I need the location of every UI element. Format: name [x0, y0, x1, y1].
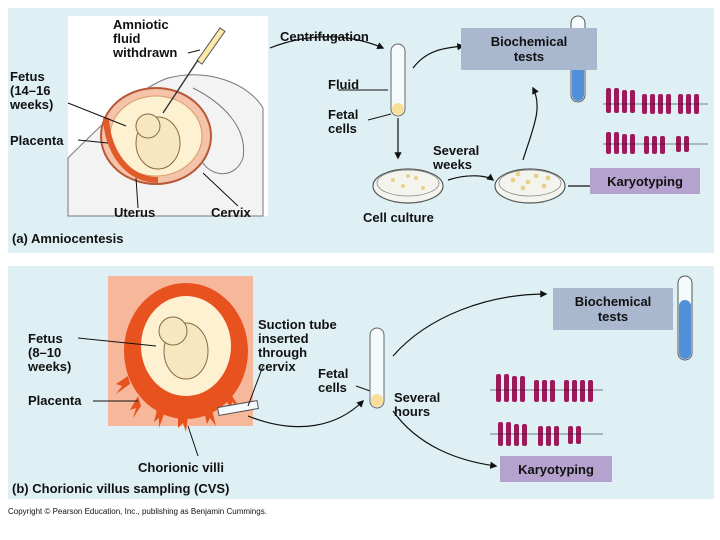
- leader-cervix: [202, 172, 239, 207]
- chorionic-villi-fringe: [116, 376, 239, 432]
- syringe: [196, 27, 226, 65]
- uterus-cross-section: [108, 276, 259, 432]
- culture-dish-2: [494, 168, 566, 204]
- label-cervix: Cervix: [211, 205, 251, 220]
- arrow-to-biochemical-b: [392, 290, 548, 357]
- leader-uterus: [135, 177, 139, 209]
- arrow-culture-to-biochemical: [522, 86, 539, 161]
- label-amniotic-fluid: Amniotic fluid withdrawn: [113, 17, 178, 60]
- label-uterus: Uterus: [114, 205, 156, 220]
- copyright-notice: Copyright © Pearson Education, Inc., pub…: [8, 507, 267, 516]
- karyotype-chromosomes-b: [496, 374, 593, 446]
- label-centrifugation: Centrifugation: [280, 29, 369, 44]
- arrow-to-centrifugation: [269, 36, 385, 50]
- caption-b-text: Chorionic villus sampling (CVS): [32, 481, 230, 496]
- centrifuge-tube: [390, 43, 406, 117]
- panel-b-artwork: [77, 275, 693, 469]
- panel-cvs: Fetus (8–10 weeks) Placenta Suction tube…: [8, 266, 714, 499]
- placenta-shape: [103, 117, 159, 183]
- leader-chorionic-villi: [187, 425, 199, 457]
- leader-fetal-cells: [367, 113, 392, 121]
- panel-a-artwork: [67, 15, 708, 217]
- leader-suction: [247, 365, 264, 407]
- maternal-anatomy-illustration: [67, 16, 268, 217]
- label-several-hours: Several hours: [394, 390, 441, 419]
- box-karyotyping-b: Karyotyping: [500, 456, 612, 482]
- caption-a: (a) Amniocentesis: [12, 232, 124, 246]
- panel-amniocentesis: Amniotic fluid withdrawn Fetus (14–16 we…: [8, 8, 714, 253]
- box-biochemical-tests-a: Biochemical tests: [461, 28, 597, 70]
- label-several-weeks: Several weeks: [433, 143, 480, 172]
- panel-a-leader-lines: [67, 49, 392, 209]
- label-fetal-cells-b: Fetal cells: [318, 366, 349, 395]
- caption-b-letter: (b): [12, 481, 29, 496]
- leader-amniotic: [187, 49, 201, 54]
- bladder-outline: [192, 87, 245, 175]
- leader-fetus: [67, 102, 127, 127]
- arrow-to-biochemical: [412, 43, 465, 69]
- caption-a-letter: (a): [12, 231, 28, 246]
- caption-b: (b) Chorionic villus sampling (CVS): [12, 482, 229, 496]
- label-fetus-a: Fetus (14–16 weeks): [10, 69, 54, 112]
- caption-a-text: Amniocentesis: [31, 231, 124, 246]
- box-biochemical-tests-b: Biochemical tests: [553, 288, 673, 330]
- arrow-to-karyotyping-b: [392, 410, 498, 469]
- chromosome-guide-lines-b: [490, 389, 603, 435]
- sample-tube-b: [369, 327, 385, 409]
- label-placenta-a: Placenta: [10, 133, 64, 148]
- arrow-several-weeks: [447, 173, 495, 181]
- box-karyotyping-a: Karyotyping: [590, 168, 700, 194]
- chromosome-guide-lines-a: [603, 103, 708, 145]
- leader-fetus-b: [77, 337, 157, 347]
- arrow-to-sample-tube: [247, 399, 365, 428]
- label-fetal-cells-a: Fetal cells: [328, 107, 359, 136]
- needle: [162, 59, 199, 114]
- label-fetus-b: Fetus (8–10 weeks): [28, 331, 72, 374]
- label-suction-tube: Suction tube inserted through cervix: [258, 317, 337, 374]
- panel-b-arrows: [247, 290, 548, 469]
- culture-dish-1: [372, 168, 444, 204]
- fetus-head: [135, 113, 161, 139]
- leader-placenta: [77, 139, 109, 144]
- biochem-test-tube-b: [677, 275, 693, 361]
- label-placenta-b: Placenta: [28, 393, 82, 408]
- label-cell-culture: Cell culture: [363, 210, 434, 225]
- fetus-b-head: [158, 316, 188, 346]
- label-chorionic-villi: Chorionic villi: [138, 460, 224, 475]
- label-fluid: Fluid: [328, 77, 360, 92]
